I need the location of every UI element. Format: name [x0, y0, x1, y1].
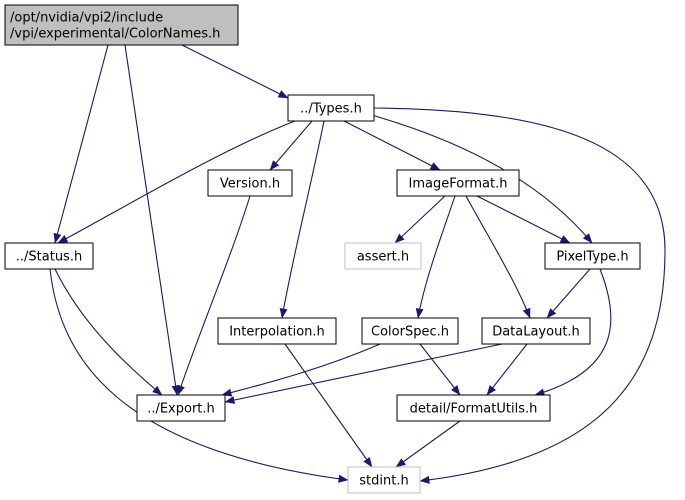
edge-datalayout-to-export: [224, 343, 503, 404]
edge-types-to-stdint: [373, 107, 666, 484]
edge-types-to-imageformat: [343, 120, 441, 171]
nodes-layer: /opt/nvidia/vpi2/include/vpi/experimenta…: [4, 4, 641, 494]
node-label-assert: assert.h: [357, 250, 409, 265]
edge-interpolation-to-stdint: [284, 343, 373, 468]
edge-types-to-version: [269, 120, 313, 171]
node-formatutils[interactable]: detail/FormatUtils.h: [396, 394, 551, 422]
node-assert[interactable]: assert.h: [344, 242, 422, 270]
node-box-types: [287, 94, 375, 122]
node-box-formatutils: [396, 394, 551, 422]
edge-imageformat-to-colorspec: [415, 195, 456, 319]
node-label-interpolation: Interpolation.h: [229, 325, 325, 340]
edge-types-to-status: [57, 120, 296, 244]
node-types[interactable]: ../Types.h: [287, 94, 375, 122]
node-export[interactable]: ../Export.h: [136, 394, 226, 422]
node-box-interpolation: [217, 317, 337, 345]
edge-pixeltype-to-formatutils: [534, 268, 612, 397]
edge-colorspec-to-formatutils: [419, 343, 461, 396]
node-box-status: [4, 242, 94, 270]
node-status[interactable]: ../Status.h: [4, 242, 94, 270]
node-box-colorspec: [361, 317, 459, 345]
node-label-pixeltype: PixelType.h: [556, 250, 628, 265]
edge-colornames-to-export: [124, 44, 180, 396]
edge-imageformat-to-datalayout: [465, 195, 531, 319]
edge-types-to-pixeltype: [367, 113, 593, 244]
node-label-status: ../Status.h: [16, 250, 82, 265]
node-label-version: Version.h: [220, 177, 280, 192]
node-label-colornames-1: /vpi/experimental/ColorNames.h: [10, 27, 220, 42]
edge-formatutils-to-stdint: [395, 420, 461, 468]
edges-layer: [49, 44, 666, 484]
node-interpolation[interactable]: Interpolation.h: [217, 317, 337, 345]
node-label-types: ../Types.h: [300, 102, 362, 117]
node-colorspec[interactable]: ColorSpec.h: [361, 317, 459, 345]
node-box-assert: [344, 242, 422, 270]
node-box-export: [136, 394, 226, 422]
node-colornames[interactable]: /opt/nvidia/vpi2/include/vpi/experimenta…: [4, 4, 239, 46]
node-datalayout[interactable]: DataLayout.h: [481, 317, 591, 345]
node-pixeltype[interactable]: PixelType.h: [544, 242, 641, 270]
node-box-imageformat: [396, 169, 520, 197]
edge-pixeltype-to-datalayout: [546, 268, 591, 319]
node-label-formatutils: detail/FormatUtils.h: [410, 402, 538, 417]
node-label-datalayout: DataLayout.h: [492, 325, 580, 340]
node-label-colorspec: ColorSpec.h: [371, 325, 449, 340]
edge-imageformat-to-pixeltype: [476, 195, 571, 244]
node-label-export: ../Export.h: [147, 402, 215, 417]
node-box-datalayout: [481, 317, 591, 345]
edge-datalayout-to-formatutils: [486, 343, 528, 396]
edge-imageformat-to-assert: [394, 195, 446, 244]
node-box-version: [207, 169, 293, 197]
node-version[interactable]: Version.h: [207, 169, 293, 197]
node-label-stdint: stdint.h: [359, 474, 408, 489]
edge-colornames-to-status: [53, 44, 109, 244]
edge-status-to-export: [54, 268, 163, 396]
node-label-imageformat: ImageFormat.h: [409, 177, 508, 192]
node-label-colornames-0: /opt/nvidia/vpi2/include: [10, 11, 163, 26]
node-box-pixeltype: [544, 242, 641, 270]
node-box-stdint: [347, 466, 421, 494]
edge-colornames-to-types: [181, 44, 289, 99]
edge-types-to-interpolation: [279, 120, 325, 319]
node-box-colornames: [4, 4, 239, 46]
node-stdint[interactable]: stdint.h: [347, 466, 421, 494]
edge-colorspec-to-export: [221, 343, 381, 397]
edge-status-to-stdint: [49, 268, 349, 483]
node-imageformat[interactable]: ImageFormat.h: [396, 169, 520, 197]
edge-version-to-export: [177, 195, 251, 396]
